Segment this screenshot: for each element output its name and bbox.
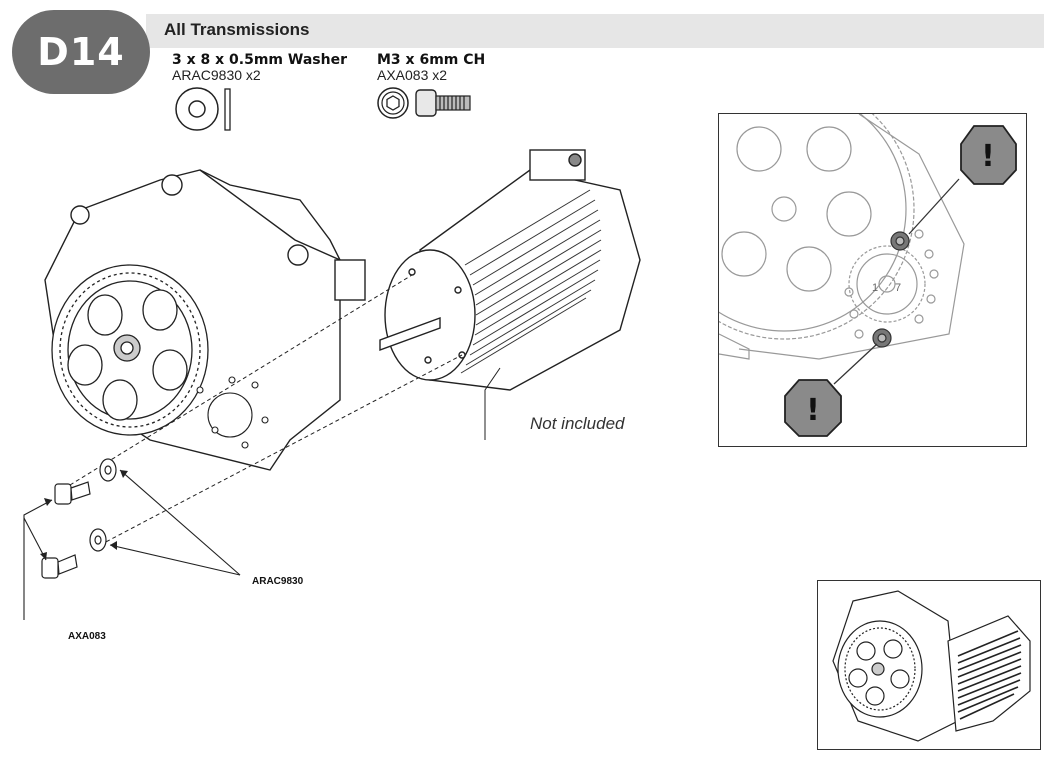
gear-number-1: 1 [872,282,878,294]
detail-inset: ! ! 1 7 [718,113,1027,447]
part-washer-name: 3 x 8 x 0.5mm Washer [172,52,347,68]
section-title: All Transmissions [164,20,310,39]
motor [379,149,641,391]
detail-gear-illustration: ! ! 1 7 [719,114,1017,437]
washer-icon [175,87,231,131]
cap-head-screw-icon [377,87,471,119]
part-washer: 3 x 8 x 0.5mm Washer ARAC9830 x2 [172,52,347,83]
svg-text:!: ! [981,139,995,174]
spur-gear [51,264,209,436]
assembly-illustration [23,149,641,620]
screw-callout-label: AXA083 [68,631,106,642]
part-screw-code: AXA083 x2 [377,67,448,83]
completed-assembly-illustration [832,590,1031,742]
header-bar [146,14,1044,48]
washer-parts [89,458,117,552]
part-screw: M3 x 6mm CH AXA083 x2 [377,52,485,83]
washer-callout-label: ARAC9830 [252,576,304,587]
screw-parts [41,481,91,579]
step-number: D14 [37,30,125,74]
step-badge: D14 [12,10,150,94]
completed-assembly-inset [817,580,1041,750]
svg-text:!: ! [806,393,820,428]
exclamation-octagon-icon [960,125,1017,185]
not-included-note: Not included [530,414,625,433]
exclamation-octagon-icon [784,379,842,437]
part-screw-name: M3 x 6mm CH [377,52,486,68]
motor-plate-holes [196,376,269,449]
part-washer-code: ARAC9830 x2 [172,67,261,83]
gear-number-7: 7 [895,282,901,294]
